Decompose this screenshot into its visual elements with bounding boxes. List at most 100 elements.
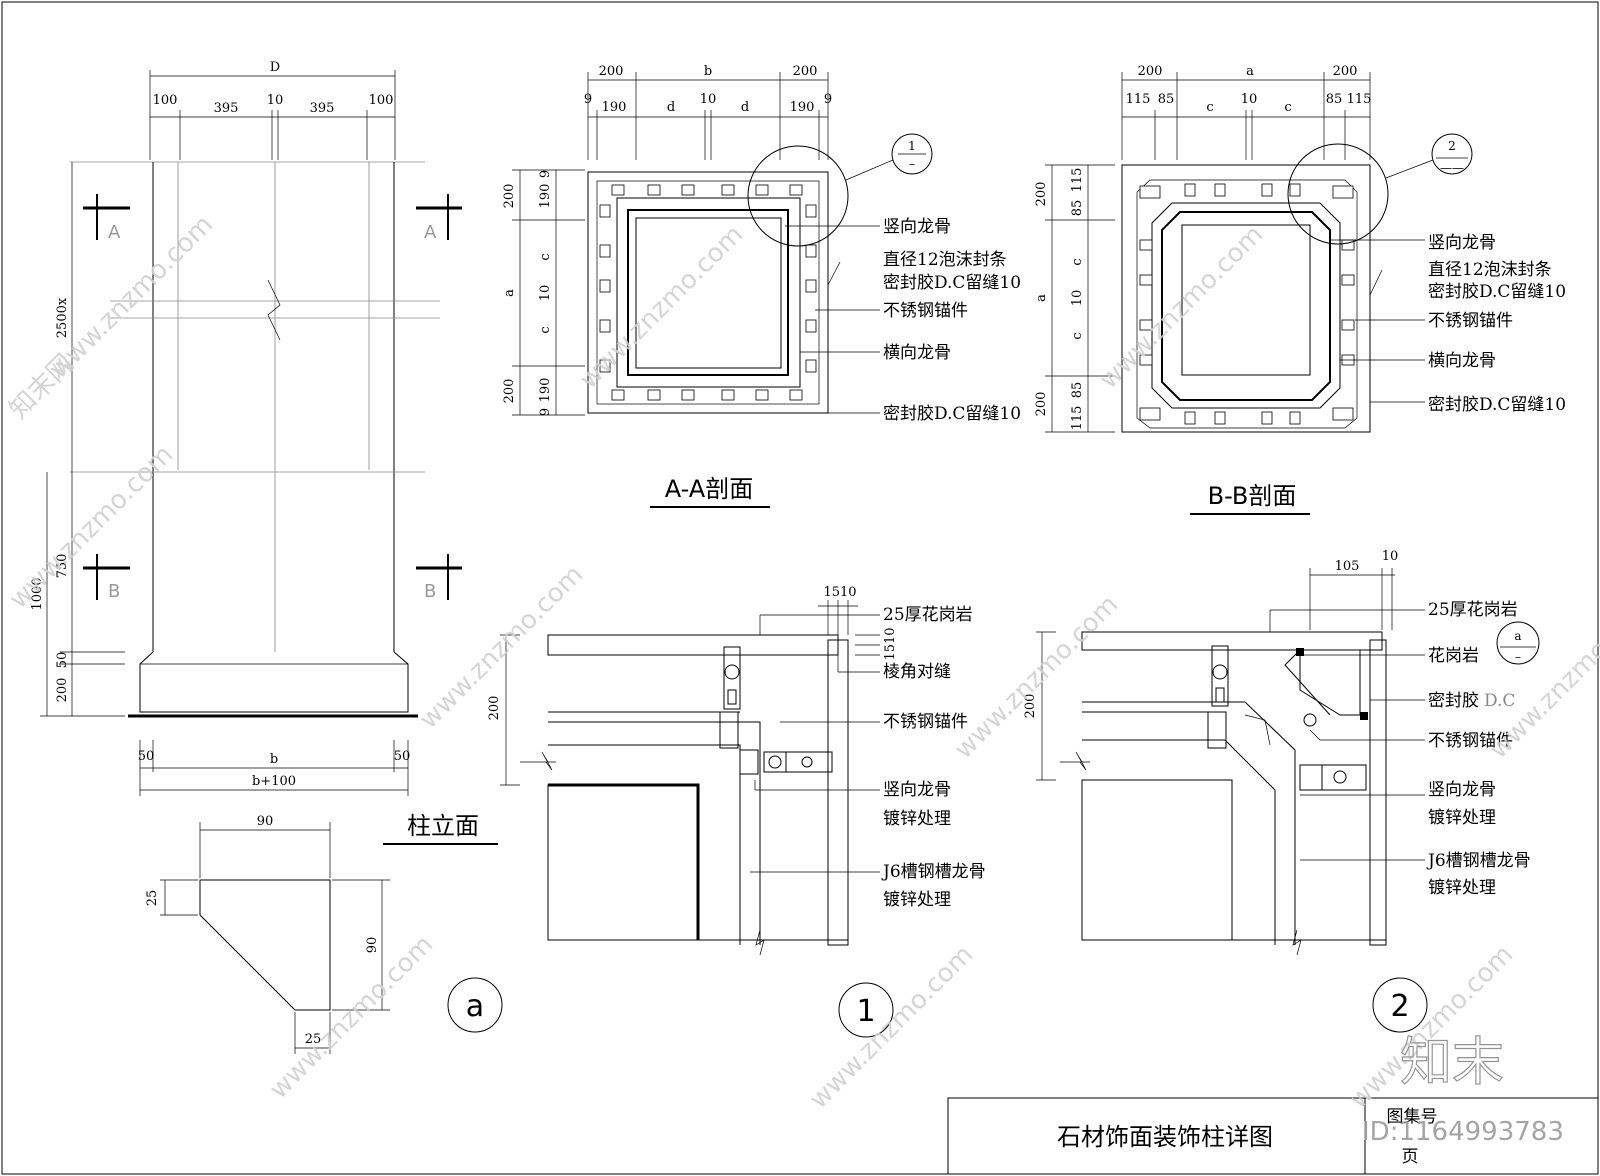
bb-label: 密封胶D.C留缝10 xyxy=(1428,282,1566,302)
bb-detail-ref-sub: —— xyxy=(1440,161,1464,175)
detail-1: 200 1510 1510 25厚花岗岩 棱角对缝 不锈钢锚件 竖向龙骨 镀锌处… xyxy=(487,585,986,1038)
detail-1-dim-height: 200 xyxy=(487,696,502,721)
aa-dim-left-inner: 190 xyxy=(538,184,553,209)
aa-dim-top-inner: d xyxy=(667,100,675,115)
bb-dim-left-inner: 10 xyxy=(1070,290,1085,307)
elev-dim-200: 200 xyxy=(55,678,70,703)
aa-dim-left-inner: 9 xyxy=(538,170,553,178)
aa-detail-ref-num: 1 xyxy=(908,139,916,153)
watermark-text: www.znzmo.com xyxy=(264,930,439,1105)
elev-dim-50: 50 xyxy=(55,652,70,669)
detail-2: 200 105 10 25厚花岗岩 花岗岩 密封胶 D.C 不锈钢锚件 竖向龙骨… xyxy=(1023,549,1540,1033)
aa-dim-top: 200 xyxy=(599,64,624,79)
detail-2-label: J6槽钢槽龙骨 xyxy=(1426,851,1531,871)
watermark-id: ID:1164993783 xyxy=(1362,1117,1564,1147)
detail-1-label: 棱角对缝 xyxy=(883,662,951,682)
detail-1-label: 镀锌处理 xyxy=(883,809,951,829)
title-block: 石材饰面装饰柱详图 图集号 页 xyxy=(947,1097,1599,1175)
aa-label: 直径12泡沫封条 xyxy=(883,250,1007,270)
bb-dim-left-inner: c xyxy=(1070,258,1085,265)
detail-2-ref-num: a xyxy=(1514,629,1521,643)
bb-label: 直径12泡沫封条 xyxy=(1428,260,1552,280)
detail-a-dim-left: 25 xyxy=(145,890,160,907)
elev-dim-part: 100 xyxy=(153,93,178,108)
bb-dim-top-inner: 85 xyxy=(1326,92,1343,107)
section-aa: 200 b 200 9 190 d 10 d 190 9 200 a 200 9… xyxy=(502,64,1021,508)
detail-2-ref-sub: – xyxy=(1515,650,1521,664)
detail-2-dc-suffix: D.C xyxy=(1484,691,1515,711)
detail-a-dim-top: 90 xyxy=(257,814,274,829)
detail-1-label: 25厚花岗岩 xyxy=(883,605,973,625)
bb-dim-top: a xyxy=(1246,64,1254,79)
elev-dim-750: 750 xyxy=(55,554,70,579)
aa-label: 不锈钢锚件 xyxy=(883,301,968,321)
drawing-title: 石材饰面装饰柱详图 xyxy=(1057,1123,1273,1151)
aa-dim-top-inner: 9 xyxy=(584,92,592,107)
elev-dim-bottom: 50 xyxy=(394,749,411,764)
aa-dim-left: 200 xyxy=(502,184,517,209)
detail-1-label: 不锈钢锚件 xyxy=(883,712,968,732)
detail-a: 90 25 90 25 a xyxy=(145,814,503,1054)
aa-dim-left: a xyxy=(502,289,517,297)
aa-dim-left-inner: c xyxy=(538,253,553,260)
elev-dim-bottom: b xyxy=(270,752,278,767)
elev-dim-bottom: 50 xyxy=(138,749,155,764)
aa-dim-top: b xyxy=(704,64,712,79)
atlas-no-label: 图集号 xyxy=(1387,1107,1438,1127)
aa-dim-top-inner: 190 xyxy=(602,100,627,115)
detail-1-label: 竖向龙骨 xyxy=(883,780,951,800)
detail-2-label: 密封胶 xyxy=(1428,691,1479,711)
bb-dim-top-inner: c xyxy=(1284,100,1291,115)
detail-2-label: 镀锌处理 xyxy=(1428,878,1496,898)
aa-dim-top: 200 xyxy=(793,64,818,79)
detail-a-marker: a xyxy=(466,989,484,1024)
detail-2-dim-height: 200 xyxy=(1023,694,1038,719)
aa-dim-left-inner: 190 xyxy=(538,378,553,403)
detail-1-marker-circle xyxy=(838,982,894,1038)
bb-detail-ref xyxy=(1431,133,1473,175)
bb-dim-top: 200 xyxy=(1333,64,1358,79)
bb-dim-top-inner: 85 xyxy=(1158,92,1175,107)
aa-label: 密封胶D.C留缝10 xyxy=(883,273,1021,293)
aa-label: 密封胶D.C留缝10 xyxy=(883,404,1021,424)
detail-2-marker-circle xyxy=(1372,977,1428,1033)
detail-2-dim-top: 105 xyxy=(1335,559,1360,574)
bb-dim-left-inner: 115 xyxy=(1070,168,1085,193)
watermarks: www.znzmo.com www.znzmo.com www.znzmo.co… xyxy=(4,210,1600,1147)
aa-dim-left-inner: 10 xyxy=(538,285,553,302)
detail-2-label: 镀锌处理 xyxy=(1428,808,1496,828)
aa-detail-ref xyxy=(891,133,933,175)
bb-label: 不锈钢锚件 xyxy=(1428,311,1513,331)
aa-detail-circle xyxy=(747,145,849,247)
watermark-text: www.znzmo.com xyxy=(949,590,1124,765)
bb-detail-circle xyxy=(1287,143,1389,245)
bb-dim-top-inner: 10 xyxy=(1241,92,1258,107)
bb-dim-top-inner: 115 xyxy=(1347,92,1372,107)
detail-1-dim-top: 1510 xyxy=(823,585,856,600)
section-mark-b: B B xyxy=(83,554,462,602)
detail-2-label: 花岗岩 xyxy=(1428,646,1479,666)
aa-dim-top-inner: 10 xyxy=(700,92,717,107)
page-label: 页 xyxy=(1402,1147,1419,1167)
aa-dim-top-inner: d xyxy=(741,100,749,115)
bb-dim-left: 200 xyxy=(1034,182,1049,207)
bb-dim-top-inner: 115 xyxy=(1126,92,1151,107)
column-elevation: D 100 395 10 395 100 2500x 1000 xyxy=(30,60,498,845)
bb-title: B-B剖面 xyxy=(1208,482,1297,510)
detail-a-marker-circle xyxy=(447,977,503,1033)
aa-detail-ref-sub: – xyxy=(909,157,915,171)
section-bb: 200 a 200 115 85 c 10 c 85 115 200 a 200… xyxy=(1034,64,1566,515)
bb-label: 横向龙骨 xyxy=(1428,351,1496,371)
aa-title: A-A剖面 xyxy=(665,475,753,503)
aa-dim-left-inner: c xyxy=(538,326,553,333)
bb-dim-left: 200 xyxy=(1034,392,1049,417)
watermark-text: www.znzmo.com xyxy=(804,940,979,1115)
bb-dim-left-inner: 115 xyxy=(1070,406,1085,431)
bb-dim-left: a xyxy=(1034,294,1049,302)
bb-dim-left-inner: 85 xyxy=(1070,382,1085,399)
watermark-text: www.znzmo.com xyxy=(44,210,219,385)
elev-dim-part: 10 xyxy=(267,93,284,108)
svg-text:B: B xyxy=(424,581,436,602)
